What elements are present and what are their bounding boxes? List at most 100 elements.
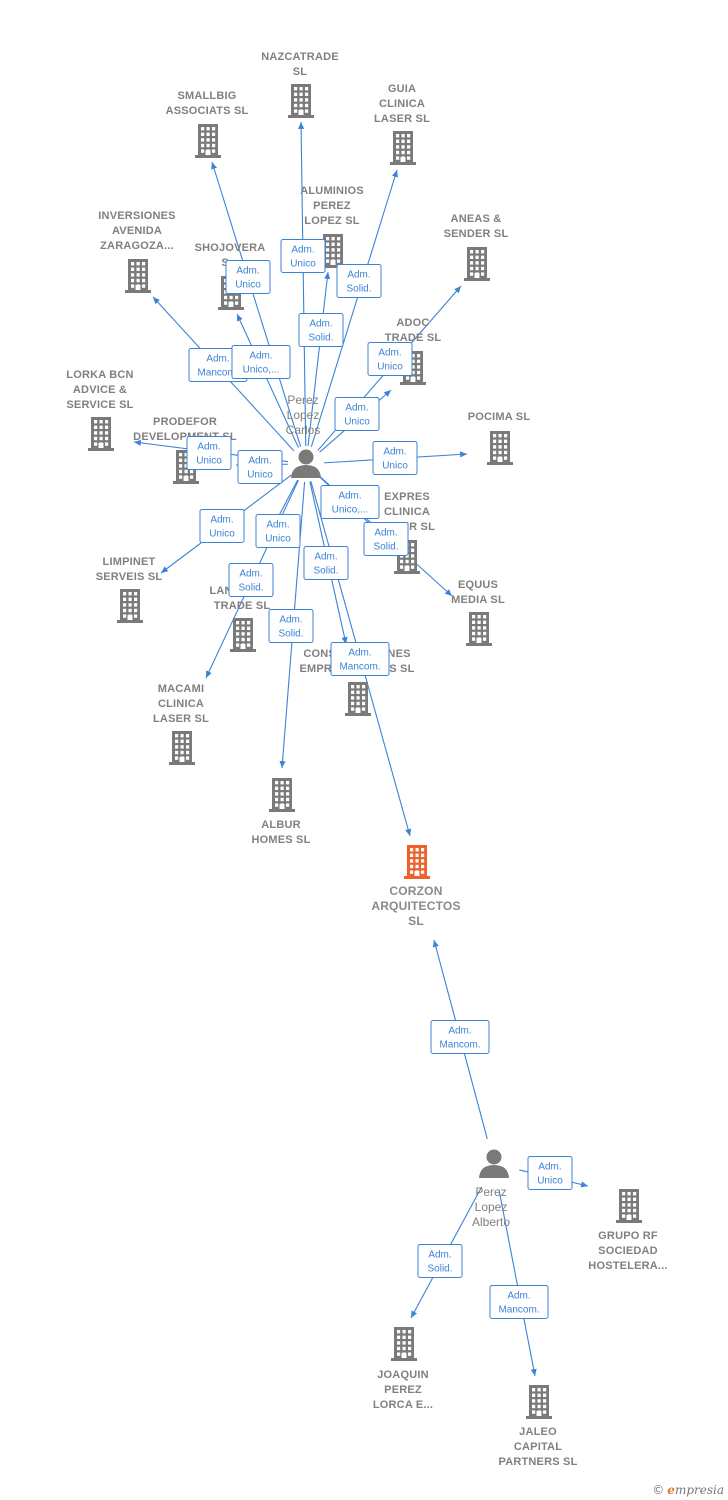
relation-label-p1-aneas[interactable]: Adm.Unico [367, 342, 413, 376]
relation-box [199, 509, 245, 543]
relation-label-p1-landtrade[interactable]: Adm.Unico [255, 514, 301, 548]
company-node-inversiones[interactable]: INVERSIONESAVENIDAZARAGOZA... [98, 210, 175, 293]
relation-text: Solid. [278, 629, 303, 640]
relation-label-p1-guia[interactable]: Adm. Solid. [336, 264, 382, 298]
company-label: HOMES SL [251, 834, 310, 846]
relation-text: Adm. [374, 528, 397, 539]
relation-box [228, 563, 274, 597]
relation-label-p2-jaleo[interactable]: Adm.Mancom. [489, 1285, 549, 1319]
relation-text: Adm. [378, 348, 401, 359]
relation-box [367, 342, 413, 376]
relation-text: Mancom. [439, 1040, 480, 1051]
relation-label-p2-gruporf[interactable]: Adm. Unico [527, 1156, 573, 1190]
relation-label-p2-corzon[interactable]: Adm.Mancom. [430, 1020, 490, 1054]
relation-box [330, 642, 390, 676]
company-label: EQUUS [458, 579, 498, 591]
relation-text: Unico [247, 470, 273, 481]
relation-box [430, 1020, 490, 1054]
relation-text: Solid. [238, 583, 263, 594]
company-label: CORZON [389, 884, 442, 898]
relation-text: Solid. [346, 284, 371, 295]
company-label: PRODEFOR [153, 416, 217, 428]
relation-text: Adm. [248, 456, 271, 467]
company-label: SHOJOVERA [195, 242, 266, 254]
company-label: ALBUR [261, 819, 301, 831]
relation-label-p1-shojovera[interactable]: Adm.Unico,... [231, 345, 291, 379]
relation-label-p1-prodefor[interactable]: Adm. Unico [237, 450, 283, 484]
company-label: MEDIA SL [451, 594, 505, 606]
relation-label-p1-smallbig[interactable]: Adm.Unico [225, 260, 271, 294]
company-label: INVERSIONES [98, 210, 175, 222]
relation-box [225, 260, 271, 294]
relation-label-p1-pocima[interactable]: Adm.Unico [372, 441, 418, 475]
relation-label-p1-aluminios[interactable]: Adm.Solid. [298, 313, 344, 347]
relation-label-p1-equus[interactable]: Adm.Solid. [363, 522, 409, 556]
company-node-equus[interactable]: EQUUS MEDIA SL [451, 579, 505, 646]
relation-label-p1-construcciones[interactable]: Adm.Solid. [303, 546, 349, 580]
building-icon [487, 431, 513, 465]
company-label: SL [408, 914, 424, 928]
company-label: ZARAGOZA... [100, 240, 174, 252]
relation-text: Unico [537, 1176, 563, 1187]
relation-text: Solid. [427, 1264, 452, 1275]
company-label: GRUPO RF [598, 1230, 658, 1242]
company-label: CAPITAL [514, 1441, 562, 1453]
relation-box [334, 397, 380, 431]
relation-box [280, 239, 326, 273]
relation-box [527, 1156, 573, 1190]
relation-box [336, 264, 382, 298]
person-label: Lopez [287, 408, 320, 422]
company-node-albur[interactable]: ALBUR HOMES SL [251, 778, 310, 846]
relation-label-p1-adoc[interactable]: Adm.Unico [334, 397, 380, 431]
company-label: SENDER SL [444, 228, 509, 240]
building-icon [125, 259, 151, 293]
company-node-gruporf[interactable]: GRUPO RFSOCIEDADHOSTELERA... [588, 1189, 668, 1272]
company-label: ARQUITECTOS [371, 899, 460, 913]
relation-box [231, 345, 291, 379]
company-label: CLINICA [384, 506, 430, 518]
relation-text: Adm. [279, 615, 302, 626]
relation-label-p2-joaquin[interactable]: Adm.Solid. [417, 1244, 463, 1278]
company-label: CLINICA [158, 698, 204, 710]
company-label: ANEAS & [451, 213, 502, 225]
edge-p1-guia [310, 169, 398, 447]
relation-label-p1-macami[interactable]: Adm.Solid. [228, 563, 274, 597]
company-label: TRADE SL [214, 600, 271, 612]
company-label: ADOC [396, 317, 429, 329]
brand-logo[interactable]: ©empresia [652, 1483, 724, 1497]
relation-box [363, 522, 409, 556]
company-node-aneas[interactable]: ANEAS & SENDER SL [444, 213, 509, 281]
relation-text: Adm. [291, 245, 314, 256]
relation-label-p1-lorka[interactable]: Adm.Unico [186, 436, 232, 470]
building-icon [169, 731, 195, 765]
relation-label-p1-albur[interactable]: Adm. Solid. [268, 609, 314, 643]
relation-text: Adm. [197, 442, 220, 453]
relation-label-p1-corzon[interactable]: Adm.Mancom. [330, 642, 390, 676]
relation-text: Adm. [538, 1162, 561, 1173]
relation-text: Adm. [345, 403, 368, 414]
company-label: LASER SL [153, 713, 209, 725]
relation-text: Unico [382, 461, 408, 472]
building-icon [391, 1327, 417, 1361]
relation-label-p1-expres[interactable]: Adm.Unico,... [320, 485, 380, 519]
company-node-pocima[interactable]: POCIMA SL [468, 411, 531, 465]
edge-p1-nazcatrade [298, 121, 307, 447]
company-label: LORKA BCN [66, 369, 133, 381]
relation-label-p1-nazcatrade[interactable]: Adm.Unico [280, 239, 326, 273]
relation-text: Adm. [347, 270, 370, 281]
company-label: HOSTELERA... [588, 1260, 667, 1272]
building-icon [195, 124, 221, 158]
relation-label-p1-limpinet[interactable]: Adm.Unico [199, 509, 245, 543]
